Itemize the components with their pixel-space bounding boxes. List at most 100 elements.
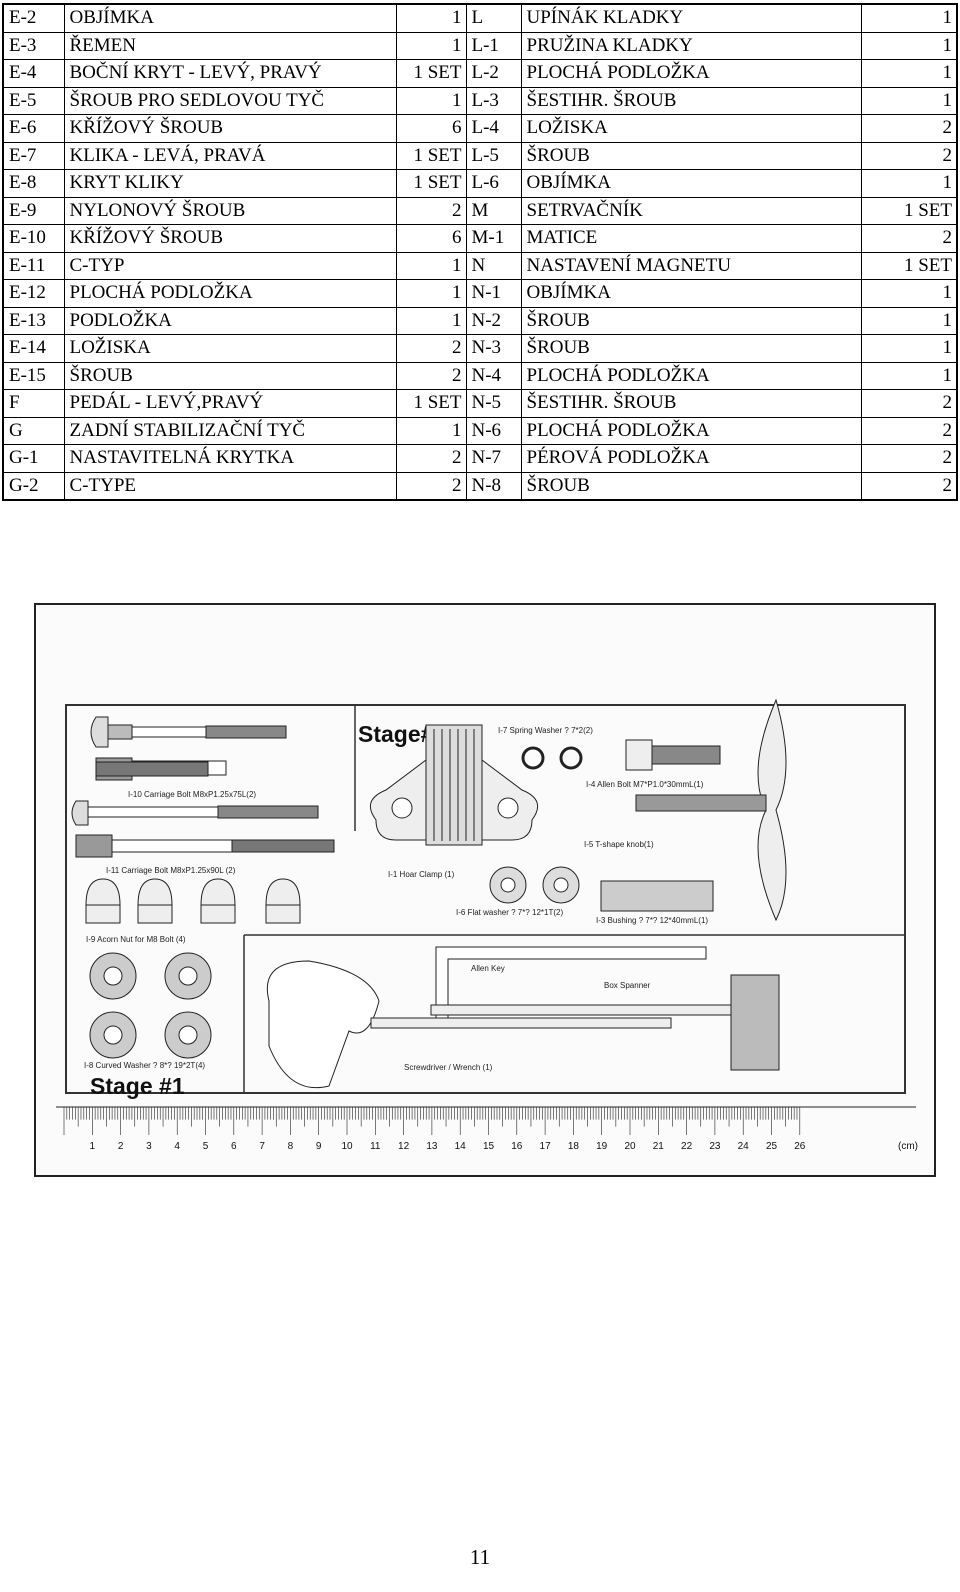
ruler-number: 17 [540, 1141, 552, 1152]
part-id-cell: G-1 [2, 444, 65, 473]
part-name-cell: KŘÍŽOVÝ ŠROUB [63, 224, 397, 253]
part-id-cell: L-1 [465, 31, 522, 60]
caption-i6: I-6 Flat washer ? 7*? 12*1T(2) [456, 908, 563, 917]
part-id-cell: E-7 [2, 141, 65, 170]
part-name-cell: UPÍNÁK KLADKY [520, 3, 862, 33]
part-qty-cell: 1 [860, 31, 958, 60]
part-id-cell: E-5 [2, 86, 65, 115]
carriage-bolt-i10 [90, 716, 287, 781]
part-qty-cell: 6 [395, 224, 467, 253]
hardware-illustration: I-10 Carriage Bolt M8xP1.25x75L(2) I-11 … [56, 698, 918, 1152]
part-qty-cell: 1 [395, 31, 467, 60]
ruler-number: 18 [568, 1141, 580, 1152]
part-name-cell: LOŽISKA [520, 114, 862, 143]
ruler-number: 6 [231, 1141, 237, 1152]
part-qty-cell: 1 [860, 59, 958, 88]
part-qty-cell: 1 [395, 416, 467, 445]
part-name-cell: PEDÁL - LEVÝ,PRAVÝ [63, 389, 397, 418]
ruler-number: 4 [174, 1141, 180, 1152]
acorn-nuts [85, 878, 301, 924]
part-name-cell: PLOCHÁ PODLOŽKA [520, 59, 862, 88]
ruler-number: 10 [341, 1141, 353, 1152]
part-id-cell: E-10 [2, 224, 65, 253]
part-qty-cell: 6 [395, 114, 467, 143]
part-id-cell: N-7 [465, 444, 522, 473]
part-id-cell: E-11 [2, 251, 65, 280]
ruler-number: 5 [203, 1141, 209, 1152]
part-id-cell: L-5 [465, 141, 522, 170]
part-qty-cell: 1 [395, 86, 467, 115]
ruler-number: 16 [511, 1141, 523, 1152]
part-name-cell: NYLONOVÝ ŠROUB [63, 196, 397, 225]
part-name-cell: ŠROUB [520, 334, 862, 363]
ruler-number: 19 [596, 1141, 608, 1152]
carriage-bolt-i11 [71, 800, 335, 858]
part-name-cell: PODLOŽKA [63, 306, 397, 335]
part-qty-cell: 1 [395, 279, 467, 308]
part-qty-cell: 2 [395, 471, 467, 501]
part-qty-cell: 2 [860, 471, 958, 501]
caption-i10: I-10 Carriage Bolt M8xP1.25x75L(2) [128, 790, 256, 799]
caption-i4: I-4 Allen Bolt M7*P1.0*30mmL(1) [586, 780, 704, 789]
part-name-cell: ZADNÍ STABILIZAČNÍ TYČ [63, 416, 397, 445]
ruler-number: 15 [483, 1141, 495, 1152]
part-id-cell: L [465, 3, 522, 33]
caption-i8: I-8 Curved Washer ? 8*? 19*2T(4) [84, 1061, 205, 1070]
part-qty-cell: 2 [860, 141, 958, 170]
t-shape-knob [635, 698, 787, 922]
ruler-number: 7 [259, 1141, 265, 1152]
caption-i5: I-5 T-shape knob(1) [584, 840, 654, 849]
part-id-cell: N-5 [465, 389, 522, 418]
part-name-cell: LOŽISKA [63, 334, 397, 363]
part-qty-cell: 1 SET [395, 389, 467, 418]
caption-box-spanner: Box Spanner [604, 981, 651, 990]
part-id-cell: E-13 [2, 306, 65, 335]
part-id-cell: G-2 [2, 471, 65, 501]
flat-washers [489, 866, 580, 904]
part-qty-cell: 2 [860, 444, 958, 473]
allen-bolt [625, 739, 721, 771]
part-qty-cell: 1 [860, 169, 958, 198]
ruler-number: 21 [653, 1141, 665, 1152]
caption-screwdriver: Screwdriver / Wrench (1) [404, 1063, 493, 1072]
ruler-number: 1 [90, 1141, 96, 1152]
part-id-cell: E-4 [2, 59, 65, 88]
part-qty-cell: 1 [860, 3, 958, 33]
part-qty-cell: 1 [395, 251, 467, 280]
part-name-cell: BOČNÍ KRYT - LEVÝ, PRAVÝ [63, 59, 397, 88]
part-name-cell: SETRVAČNÍK [520, 196, 862, 225]
part-qty-cell: 1 [860, 279, 958, 308]
part-name-cell: OBJÍMKA [520, 169, 862, 198]
part-qty-cell: 2 [395, 334, 467, 363]
part-name-cell: MATICE [520, 224, 862, 253]
part-qty-cell: 1 SET [860, 196, 958, 225]
page-number: 11 [469, 1545, 491, 1569]
ruler-number: 12 [398, 1141, 410, 1152]
caption-i11: I-11 Carriage Bolt M8xP1.25x90L (2) [106, 866, 236, 875]
part-id-cell: M [465, 196, 522, 225]
part-qty-cell: 1 [860, 86, 958, 115]
inner-frame [65, 704, 906, 1094]
part-id-cell: G [2, 416, 65, 445]
caption-i9: I-9 Acorn Nut for M8 Bolt (4) [86, 935, 186, 944]
part-id-cell: E-15 [2, 361, 65, 390]
part-id-cell: E-6 [2, 114, 65, 143]
part-qty-cell: 1 SET [395, 141, 467, 170]
ruler-number: 11 [370, 1141, 381, 1152]
ruler-number: 20 [624, 1141, 636, 1152]
part-name-cell: OBJÍMKA [63, 3, 397, 33]
part-id-cell: F [2, 389, 65, 418]
